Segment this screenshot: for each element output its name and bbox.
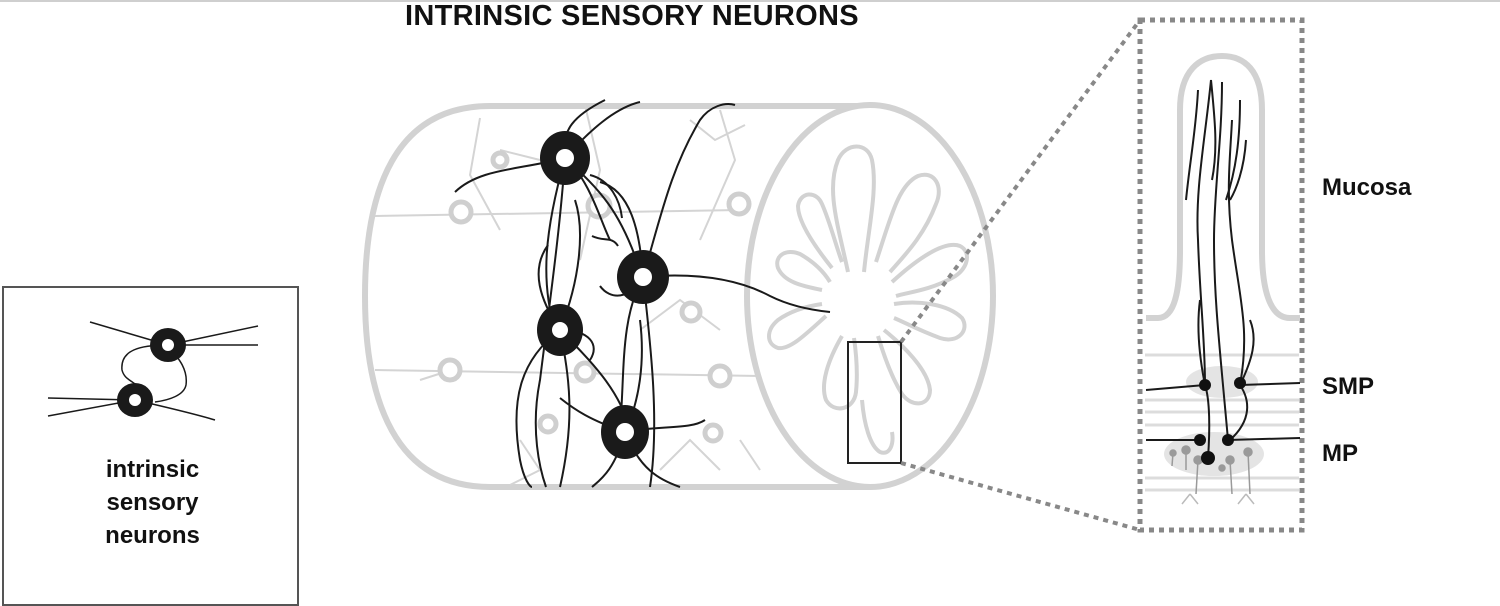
mp-ganglion [1164,432,1264,476]
sensory-neuron-3 [537,304,583,356]
diagram-canvas [47,17,1305,533]
legend-neurons [47,321,259,421]
mucosa-label: Mucosa [1322,174,1412,201]
zoom-sensory-neurons [1194,377,1246,465]
legend-box: intrinsic sensory neurons [2,286,299,606]
smp-sensory-neuron-2 [1234,377,1246,389]
bottom-terminals [1181,493,1255,505]
mp-sensory-neuron-2 [1222,434,1234,446]
sensory-neuron-2 [617,250,669,304]
villus-outline [1146,52,1300,321]
top-rule [0,0,1500,2]
sensory-neuron-1 [540,131,590,185]
sensory-neuron-bodies [537,131,669,459]
zoom-connectors [899,18,1142,532]
legend-line-3: neurons [105,522,200,549]
mp-sensory-neuron-3 [1201,451,1215,465]
background-neurons [374,104,761,486]
tissue-layers [1145,353,1299,492]
legend-line-1: intrinsic [105,456,200,483]
smp-label: SMP [1322,373,1375,400]
diagram-title: INTRINSIC SENSORY NEURONS [405,0,859,32]
legend-label: intrinsic sensory neurons [4,453,301,552]
mp-label: MP [1322,440,1358,467]
mp-sensory-neuron-1 [1194,434,1206,446]
smp-sensory-neuron-1 [1199,379,1211,391]
background-neuron-bodies [437,150,752,444]
sensory-neuron-4 [601,405,649,459]
cross-section [744,102,996,490]
legend-line-2: sensory [106,489,199,516]
zoom-region [847,341,902,464]
